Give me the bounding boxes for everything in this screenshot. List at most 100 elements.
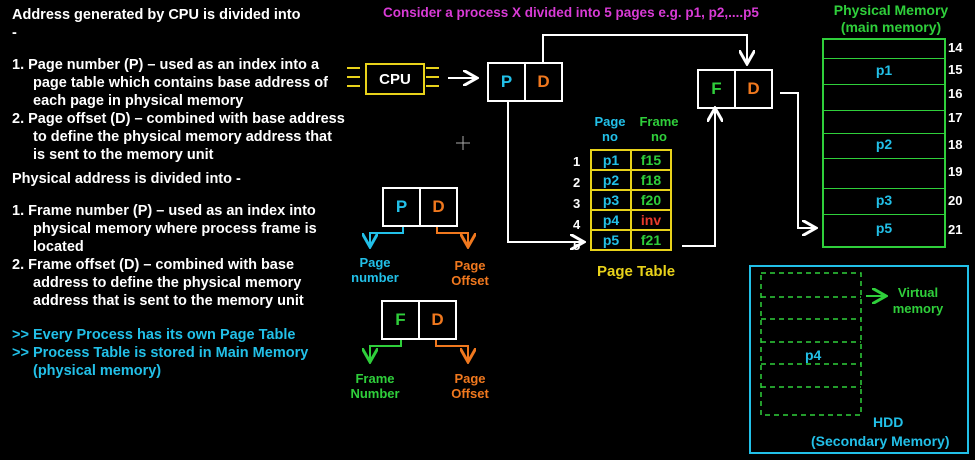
frame-number-cell: F [711, 79, 722, 98]
arrow-frame-number [370, 338, 402, 360]
frame-cell: f15 [630, 149, 672, 171]
banner-text: Consider a process X divided into 5 page… [383, 5, 759, 20]
physical-memory-title: Physical Memory (main memory) [822, 2, 960, 36]
frame-number: 16 [948, 86, 963, 101]
item-number: 2. [12, 257, 25, 273]
frame-number: 14 [948, 40, 963, 55]
memory-divider [824, 214, 944, 215]
cpu-box: CPU [365, 63, 425, 95]
frame-number: 15 [948, 62, 963, 77]
page-table-caption: Page Table [597, 263, 676, 280]
bullet-process-table: >> Process Table is stored in Main Memor… [12, 345, 309, 361]
row-number: 4 [573, 217, 581, 232]
memory-page: p3 [875, 192, 893, 208]
frame-number: 17 [948, 110, 963, 125]
item-text: Frame number (P) – used as an index into… [28, 203, 317, 255]
page-table-header-frame: Frame no [639, 114, 679, 144]
item-number: 1. [12, 57, 25, 73]
bullet-process-table-cont: (physical memory) [33, 363, 162, 379]
hdd-label: HDD [873, 414, 904, 430]
frame-cell: inv [630, 209, 672, 231]
arrow-page-number [370, 225, 404, 245]
cpu-left-dashes [347, 67, 439, 87]
page-cell: p2 [590, 169, 632, 191]
virtual-memory-label: Virtual memory [892, 285, 944, 316]
notes-panel: Address generated by CPU is divided into… [12, 6, 347, 380]
note-item: 1. Page number (P) – used as an index in… [12, 56, 347, 110]
legend-frame-offset-label: Page Offset [451, 371, 489, 401]
frame-cell: f21 [630, 229, 672, 251]
memory-divider [824, 58, 944, 59]
memory-divider [824, 110, 944, 111]
legend-fd-cell: D [418, 302, 455, 338]
legend-f-cell: F [395, 310, 406, 329]
page-cell: p5 [590, 229, 632, 251]
page-table-header-page: Page no [594, 114, 626, 144]
hdd-block: p4 Virtual memory HDD (Secondary Memory) [749, 265, 969, 454]
hdd-page: p4 [805, 347, 822, 363]
page-cell: p4 [590, 209, 632, 231]
frame-number: 20 [948, 193, 963, 208]
legend-logical-box: P D [382, 187, 458, 227]
frame-offset-cell: D [734, 71, 771, 107]
heading-logical: Address generated by CPU is divided into… [12, 7, 301, 41]
note-item: 2. Page offset (D) – combined with base … [12, 110, 347, 164]
arrow-frame-offset [435, 338, 468, 360]
bullet-page-table: >> Every Process has its own Page Table [12, 327, 296, 343]
item-text: Page offset (D) – combined with base add… [28, 111, 345, 163]
legend-page-number-label: Page number [351, 255, 399, 285]
row-number: 1 [573, 154, 581, 169]
cpu-label: CPU [379, 70, 411, 88]
frame-cell: f18 [630, 169, 672, 191]
memory-divider [824, 84, 944, 85]
memory-divider [824, 188, 944, 189]
frame-number: 18 [948, 137, 963, 152]
row-number: 2 [573, 175, 581, 190]
secondary-memory-caption: (Secondary Memory) [811, 433, 950, 449]
legend-page-offset-label: Page Offset [451, 258, 489, 288]
row-number: 5 [573, 238, 581, 253]
frame-number: 21 [948, 222, 963, 237]
frame-cell: f20 [630, 189, 672, 211]
logical-address-box: P D [487, 62, 563, 102]
legend-d-cell: D [419, 189, 456, 225]
item-text: Page number (P) – used as an index into … [28, 57, 328, 109]
memory-divider [824, 133, 944, 134]
arrow-page-offset [436, 225, 468, 245]
physical-memory-block: p1 p2 p3 p5 [822, 38, 946, 248]
memory-page: p5 [875, 220, 893, 236]
row-number: 3 [573, 196, 581, 211]
virtual-memory-slots [760, 272, 862, 416]
page-offset-cell: D [524, 64, 561, 100]
memory-page: p2 [875, 136, 893, 152]
item-number: 2. [12, 111, 25, 127]
note-item: 2. Frame offset (D) – combined with base… [12, 256, 347, 310]
cursor-icon [456, 136, 470, 150]
title-line: Physical Memory [833, 2, 949, 18]
frame-number: 19 [948, 164, 963, 179]
title-line: (main memory) [840, 19, 942, 35]
physical-address-box: F D [697, 69, 773, 109]
item-text: Frame offset (D) – combined with base ad… [28, 257, 304, 309]
memory-page: p1 [875, 62, 893, 78]
heading-physical: Physical address is divided into - [12, 171, 241, 187]
legend-p-cell: P [395, 197, 408, 216]
page-cell: p3 [590, 189, 632, 211]
item-number: 1. [12, 203, 25, 219]
arrow-frame-to-physical [682, 110, 715, 247]
page-number-cell: P [500, 72, 513, 91]
memory-divider [824, 158, 944, 159]
arrow-to-memory [780, 92, 814, 228]
arrow-page-to-table [507, 100, 582, 242]
page-cell: p1 [590, 149, 632, 171]
legend-frame-number-label: Frame Number [350, 371, 400, 401]
note-item: 1. Frame number (P) – used as an index i… [12, 202, 347, 256]
legend-physical-box: F D [381, 300, 457, 340]
